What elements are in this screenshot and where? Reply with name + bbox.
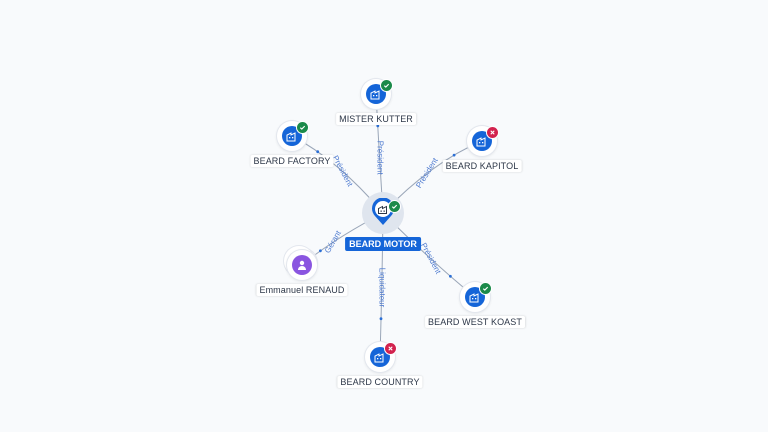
check-badge-icon bbox=[296, 121, 309, 134]
person-icon bbox=[292, 255, 312, 275]
edge-arrow bbox=[452, 153, 456, 157]
cross-badge-icon bbox=[486, 126, 499, 139]
edge-label: Président bbox=[419, 241, 443, 276]
check-badge-icon bbox=[388, 200, 401, 213]
edge-label: Président bbox=[331, 154, 355, 189]
edge-label: Gérant bbox=[323, 228, 343, 254]
node-label: BEARD WEST KOAST bbox=[425, 316, 525, 328]
edge-arrow bbox=[449, 274, 452, 278]
edge-arrow bbox=[316, 150, 320, 154]
check-badge-icon bbox=[380, 79, 393, 92]
node-label: BEARD COUNTRY bbox=[337, 376, 423, 388]
node-circle[interactable] bbox=[287, 250, 317, 280]
node-label: MISTER KUTTER bbox=[336, 113, 416, 125]
edge-beard_country: Liquidateur bbox=[378, 212, 387, 358]
check-badge-icon bbox=[479, 282, 492, 295]
node-label: Emmanuel RENAUD bbox=[256, 284, 348, 296]
edge-arrow bbox=[319, 249, 322, 253]
cross-badge-icon bbox=[384, 342, 397, 355]
edge-label: Président bbox=[375, 141, 384, 176]
node-label: BEARD FACTORY bbox=[250, 155, 334, 167]
node-label: BEARD KAPITOL bbox=[442, 160, 522, 172]
edge-arrow bbox=[379, 317, 383, 321]
edge-label: Liquidateur bbox=[378, 268, 387, 308]
center-node-label: BEARD MOTOR bbox=[345, 237, 421, 251]
edge-label: Président bbox=[414, 156, 440, 190]
edge-arrow bbox=[376, 124, 380, 128]
